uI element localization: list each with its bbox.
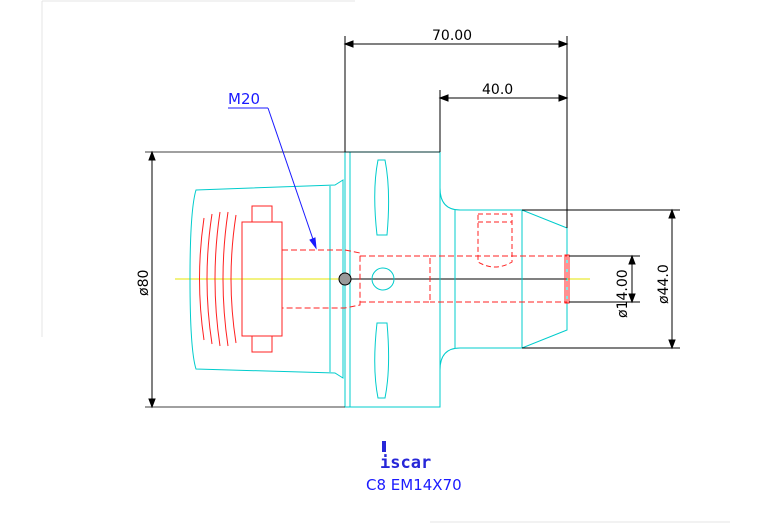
- logo-mark-icon: [382, 441, 386, 452]
- tool-body-outline: [189, 151, 568, 408]
- iscar-logo: iscar: [380, 441, 431, 473]
- dim-diameter-bore: ø14.00: [615, 269, 631, 318]
- dim-diameter-body: ø80: [136, 270, 152, 296]
- logo-text: iscar: [380, 453, 431, 473]
- sheet-frame: [41, 0, 730, 523]
- gauge-ball: [338, 272, 352, 286]
- dim-diameter-shank: ø44.0: [656, 264, 672, 304]
- dim-length-total: 70.00: [432, 28, 472, 44]
- thread-leader: [228, 107, 317, 250]
- dim-length-shank: 40.0: [482, 82, 513, 98]
- tool-caption: C8 EM14X70: [366, 476, 462, 494]
- thread-label: M20: [228, 90, 260, 108]
- dimension-lines: [145, 36, 680, 409]
- clamp-screw: [199, 205, 570, 353]
